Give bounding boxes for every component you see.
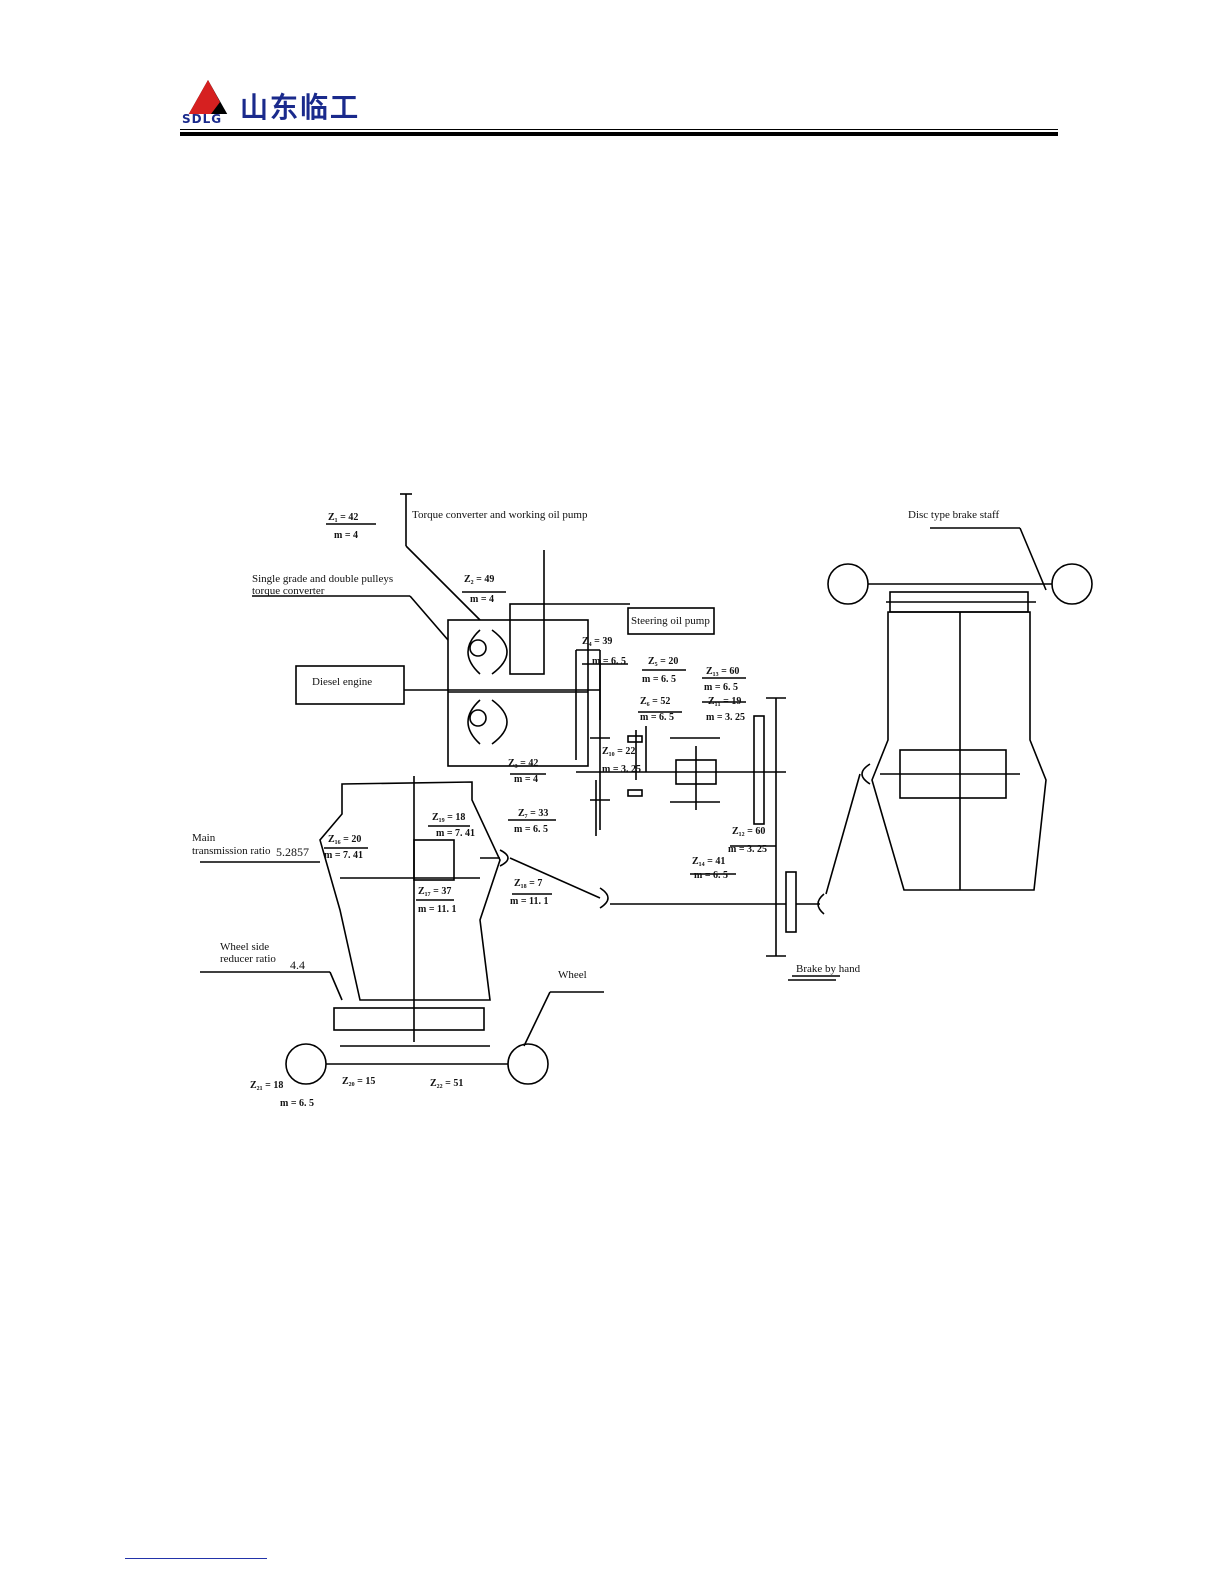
gear-z16-teeth: Z₁₆ = 20 [328,834,361,845]
label-single-grade-2: torque converter [252,585,325,597]
label-torque-converter-pump: Torque converter and working oil pump [412,509,588,521]
header-rule-thick [180,132,1058,136]
page-header: SDLG 山东临工 [180,74,1058,140]
label-wheel-side-2: reducer ratio [220,953,276,965]
gear-z3-module: m = 4 [514,774,538,785]
gear-z22-teeth: Z₂₂ = 51 [430,1078,463,1089]
label-brake-by-hand: Brake by hand [796,963,861,975]
footnote-rule [125,1558,267,1559]
gear-z4-teeth: Z₄ = 39 [582,636,612,647]
gear-z12-teeth: Z₁₂ = 60 [732,826,765,837]
gear-z6-teeth: Z₆ = 52 [640,696,670,707]
gear-z11-teeth: Z₁₁ = 19 [708,696,741,707]
label-wheel-side-1: Wheel side [220,941,269,953]
gear-z14-module: m = 6. 5 [694,870,728,881]
header-rule-thin [180,129,1058,130]
gear-z10-teeth: Z₁₀ = 22 [602,746,635,757]
logo-brand-text: 山东临工 [240,91,361,124]
gear-z7-teeth: Z₇ = 33 [518,808,548,819]
gear-z21-module: m = 6. 5 [280,1098,314,1109]
label-wheel-side-value: 4.4 [290,958,305,972]
gear-z11-module: m = 3. 25 [706,712,745,723]
gear-z1-module: m = 4 [334,530,358,541]
gear-z5-module: m = 6. 5 [642,674,676,685]
schematic-lines [200,493,1093,1085]
gear-z1-teeth: Z₁ = 42 [328,512,358,523]
gear-z18-teeth: Z₁₈ = 7 [514,878,542,889]
label-main-ratio-2: transmission ratio [192,845,271,857]
gear-z18-module: m = 11. 1 [510,896,548,907]
gear-z10-module: m = 3. 25 [602,764,641,775]
gear-z13-teeth: Z₁₃ = 60 [706,666,739,677]
label-steering-pump: Steering oil pump [631,615,710,627]
sdlg-logo-icon [180,80,236,128]
gear-z17-module: m = 11. 1 [418,904,456,915]
gear-z6-module: m = 6. 5 [640,712,674,723]
gear-z7-module: m = 6. 5 [514,824,548,835]
gear-z16-module: m = 7. 41 [324,850,363,861]
gear-z4-module: m = 6. 5 [592,656,626,667]
gear-z19-module: m = 7. 41 [436,828,475,839]
gear-z19-teeth: Z₁₉ = 18 [432,812,465,823]
gear-z5-teeth: Z₅ = 20 [648,656,678,667]
label-disc-brake: Disc type brake staff [908,509,999,521]
gear-z21-teeth: Z₂₁ = 18 [250,1080,283,1091]
label-diesel-engine: Diesel engine [312,676,372,688]
logo-initials: SDLG [182,112,223,126]
gear-z14-teeth: Z₁₄ = 41 [692,856,725,867]
label-main-ratio-value: 5.2857 [276,845,309,859]
gear-z17-teeth: Z₁₇ = 37 [418,886,451,897]
gear-z3-teeth: Z₃ = 42 [508,758,538,769]
gear-z13-module: m = 6. 5 [704,682,738,693]
label-wheel: Wheel [558,969,587,981]
label-main-ratio-1: Main [192,832,216,844]
gear-z2-teeth: Z₂ = 49 [464,574,494,585]
label-single-grade-1: Single grade and double pulleys [252,573,393,585]
powertrain-diagram: Torque converter and working oil pump Di… [180,480,1120,1120]
gear-z20-teeth: Z₂₀ = 15 [342,1076,375,1087]
transmission-schematic: Torque converter and working oil pump Di… [192,493,1093,1109]
gear-z2-module: m = 4 [470,594,494,605]
gear-z12-module: m = 3. 25 [728,844,767,855]
